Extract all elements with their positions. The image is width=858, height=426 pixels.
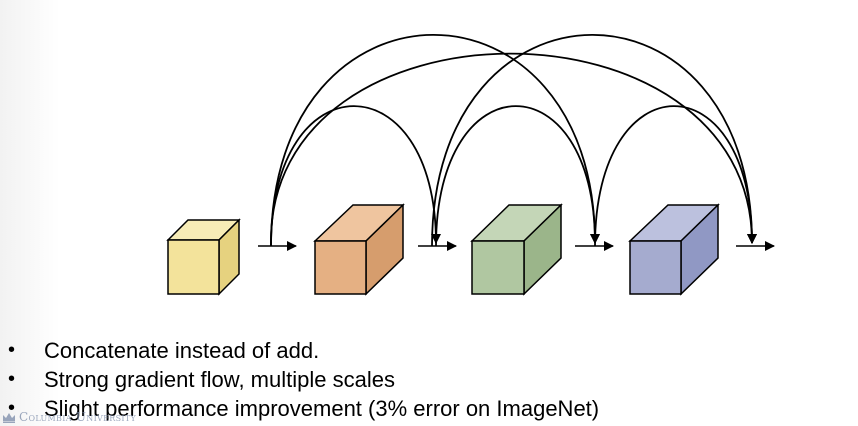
bullet-dot: • — [8, 339, 16, 361]
green-block — [470, 203, 563, 296]
orange-block — [313, 203, 405, 296]
yellow-block — [166, 218, 241, 296]
skip-arc-1-to-4 — [270, 52, 757, 247]
bullet-text: Slight performance improvement (3% error… — [44, 396, 600, 421]
densenet-diagram — [166, 33, 775, 296]
bullet-dot: • — [8, 397, 16, 419]
bullet-text: Concatenate instead of add. — [44, 338, 320, 363]
skip-arc-2-to-4 — [431, 33, 757, 247]
blue-block — [628, 203, 720, 296]
skip-arc-1-to-2 — [270, 105, 441, 247]
skip-arc-1-to-3 — [270, 33, 600, 247]
skip-arc-3-to-4 — [594, 105, 757, 247]
skip-arc-2-to-3 — [435, 105, 600, 247]
bullet-dot: • — [8, 368, 16, 390]
bullet-text: Strong gradient flow, multiple scales — [44, 367, 395, 392]
